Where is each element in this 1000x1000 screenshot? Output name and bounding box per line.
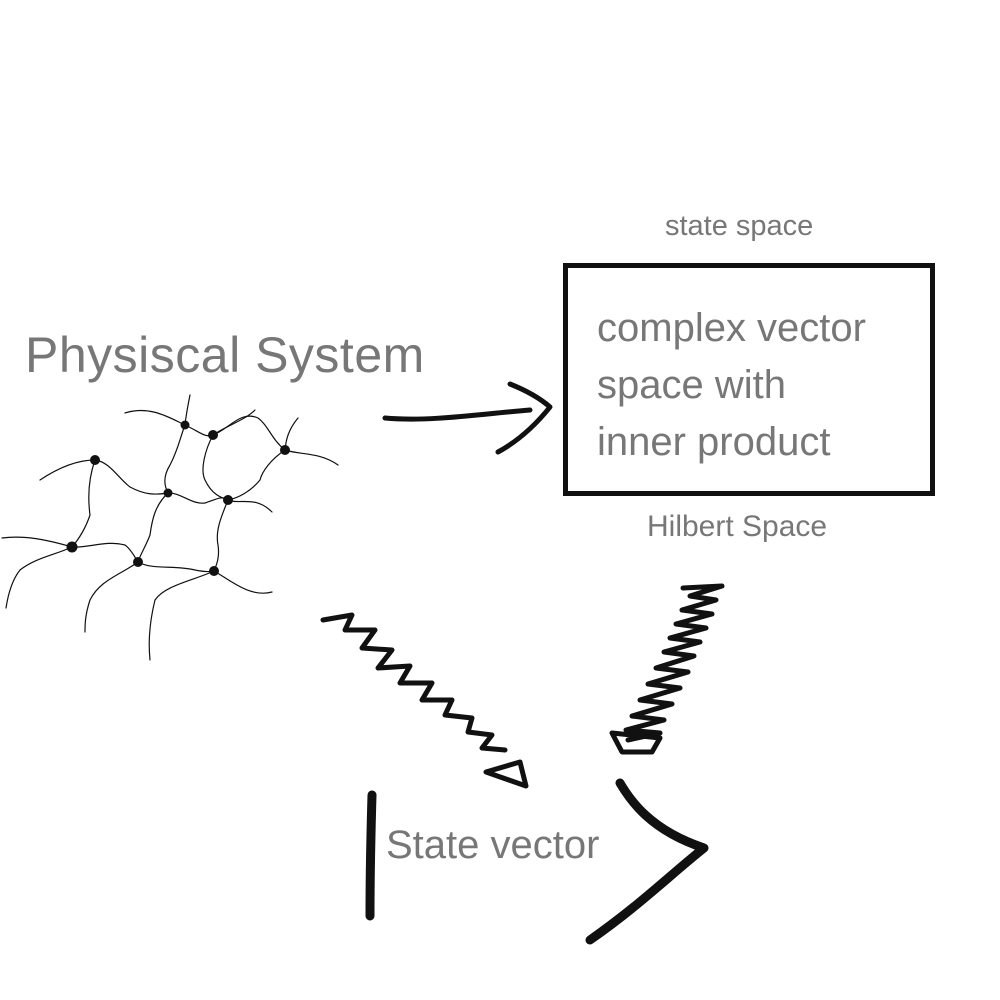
- particle-node: [180, 420, 190, 430]
- particle-lattice-icon: [1, 394, 339, 661]
- hilbert-space-box: complex vector space with inner product: [563, 263, 935, 496]
- particle-node: [133, 557, 143, 567]
- particle-node: [209, 566, 219, 576]
- particle-node: [208, 430, 218, 440]
- ket-left-bar: [365, 790, 377, 921]
- box-line: inner product: [597, 420, 831, 464]
- ket-right-angle: [585, 778, 709, 945]
- particle-node: [66, 541, 78, 553]
- state-vector-label: State vector: [386, 823, 600, 867]
- particle-node: [280, 445, 290, 455]
- state-space-label: state space: [665, 210, 814, 242]
- squiggle-arrow-right: [609, 583, 725, 755]
- hilbert-space-label: Hilbert Space: [647, 510, 828, 543]
- particle-node: [223, 495, 233, 505]
- physical-system-label: Physiscal System: [25, 327, 425, 383]
- particle-node: [90, 455, 100, 465]
- box-line: space with: [597, 363, 786, 407]
- squiggle-arrow-left: [320, 612, 529, 789]
- particle-node: [163, 488, 173, 498]
- arrow-to-state-space: [382, 381, 553, 455]
- ket-brackets-icon: [365, 778, 709, 945]
- box-line: complex vector: [597, 306, 866, 350]
- hilbert-space-description: complex vector space with inner product: [597, 300, 927, 471]
- particle-nodes: [66, 420, 290, 576]
